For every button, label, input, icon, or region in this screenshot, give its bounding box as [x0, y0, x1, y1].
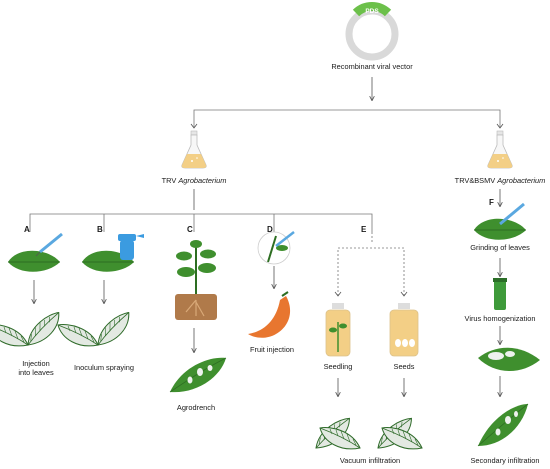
secondary-leaf	[477, 403, 529, 447]
homogenate-tube	[493, 278, 507, 310]
letter-c: C	[187, 225, 193, 234]
main-branch-line	[193, 109, 501, 128]
seeds-jar	[389, 303, 419, 357]
spraying-label: Inoculum spraying	[74, 363, 134, 372]
plasmid-ring	[345, 2, 399, 61]
vacuum-dashed-branch	[337, 247, 405, 296]
vector-label: Recombinant viral vector	[331, 62, 413, 71]
vacuum-label: Vacuum infiltration	[339, 456, 401, 465]
spraying-leaf	[81, 234, 144, 273]
silver-leaves-a	[0, 311, 67, 347]
letter-e: E	[361, 225, 367, 234]
letter-a: A	[24, 225, 30, 234]
trvbsmv-agrobacterium-label: TRV&BSMV Agrobacterium	[454, 176, 546, 185]
homogenization-label: Virus homogenization	[464, 314, 536, 323]
secondary-label: Secondary infiltration	[470, 456, 540, 465]
grinding-label: Grinding of leaves	[470, 243, 530, 252]
fruit-injection-label: Fruit injection	[250, 345, 294, 354]
trv-branch-line	[29, 213, 373, 232]
pepper-fruit	[248, 291, 291, 338]
seedling-jar	[325, 303, 351, 357]
infected-leaf	[478, 347, 540, 372]
seeds-label: Seeds	[393, 362, 415, 371]
trv-flask	[181, 130, 207, 169]
fruit-stem-circle	[257, 231, 295, 265]
trv-agrobacterium-label: TRV Agrobacterium	[161, 176, 227, 185]
letter-f: F	[489, 198, 494, 207]
agrodrench-label: Agrodrench	[176, 403, 216, 412]
pds-insert-label: PDS	[365, 8, 379, 15]
silver-leaves-e	[310, 417, 423, 450]
injection-label: Injection into leaves	[18, 359, 54, 377]
letter-d: D	[267, 225, 273, 234]
injection-leaf	[7, 232, 63, 273]
seedling-label: Seedling	[323, 362, 353, 371]
agrodrench-plant	[175, 240, 217, 320]
silver-leaves-b	[57, 311, 137, 347]
grinding-leaf	[473, 202, 527, 241]
silver-leaf-c	[169, 357, 227, 393]
trvbsmv-flask	[487, 130, 513, 169]
letter-b: B	[97, 225, 103, 234]
